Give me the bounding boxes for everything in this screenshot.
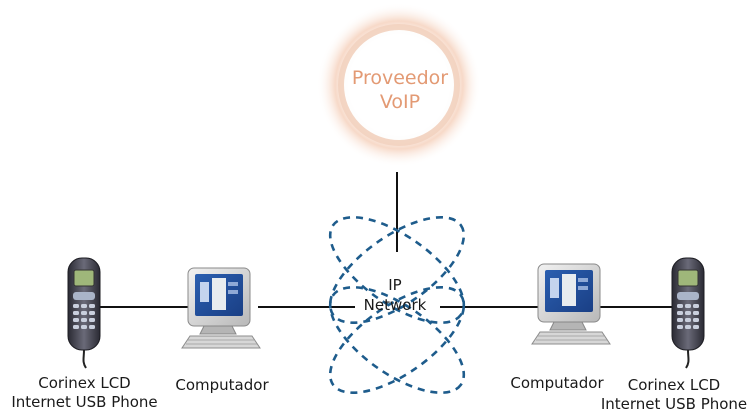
voip-provider-node — [317, 3, 481, 167]
voip-provider-label: Proveedor VoIP — [330, 66, 470, 114]
provider-ring — [338, 24, 460, 146]
ip-network-label: IP Network — [350, 275, 440, 315]
left-phone-line-1: Corinex LCD — [38, 374, 131, 392]
left-phone-line-2: Internet USB Phone — [11, 393, 158, 411]
network-line-1: IP — [388, 276, 402, 294]
network-line-2: Network — [363, 296, 427, 314]
left-phone-label: Corinex LCD Internet USB Phone — [2, 374, 167, 412]
right-computer-label: Computador — [510, 374, 604, 392]
right-phone-label: Corinex LCD Internet USB Phone — [594, 376, 754, 414]
right-usb-phone — [671, 257, 705, 369]
provider-line-2: VoIP — [379, 91, 421, 113]
provider-line-1: Proveedor — [351, 67, 449, 89]
right-phone-line-2: Internet USB Phone — [600, 395, 748, 413]
left-computer — [181, 267, 261, 349]
right-computer — [531, 263, 611, 345]
links — [95, 172, 685, 308]
right-phone-line-1: Corinex LCD — [627, 376, 721, 394]
ip-network-cloud — [328, 216, 466, 394]
left-usb-phone — [67, 257, 101, 369]
left-computer-label: Computador — [175, 376, 269, 394]
